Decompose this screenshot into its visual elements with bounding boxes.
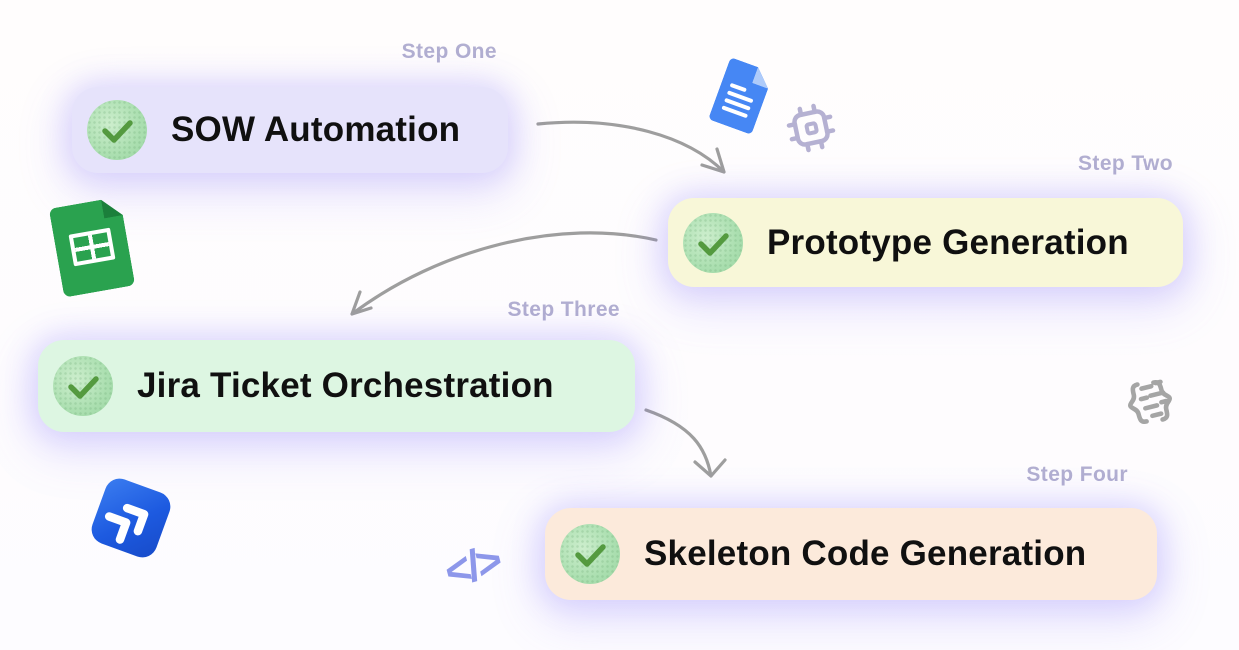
arrow-step3-to-step4 <box>644 408 727 478</box>
jira-icon <box>87 474 175 562</box>
step-four-title: Skeleton Code Generation <box>644 534 1087 573</box>
step-one-title: SOW Automation <box>171 110 461 149</box>
check-circle-icon <box>87 100 147 160</box>
code-brackets-icon: </> <box>439 535 505 598</box>
arrow-step1-to-step2 <box>536 120 726 174</box>
step-two-label: Step Two <box>1078 152 1173 175</box>
check-circle-icon <box>683 212 743 273</box>
step-three-title: Jira Ticket Orchestration <box>137 366 554 405</box>
step-one-label: Step One <box>401 40 497 63</box>
docs-fold-corner <box>752 67 774 89</box>
google-sheets-icon <box>49 196 136 297</box>
step-four-card: Skeleton Code Generation <box>545 508 1157 600</box>
code-block-braces-icon <box>1128 379 1172 424</box>
sheets-grid <box>69 228 116 267</box>
step-four-label: Step Four <box>1026 463 1128 486</box>
step-three-label: Step Three <box>507 298 620 321</box>
sheets-fold-corner <box>101 196 123 218</box>
step-two-card: Prototype Generation <box>668 198 1183 287</box>
google-docs-icon <box>708 57 774 135</box>
step-three-card: Jira Ticket Orchestration <box>38 340 635 432</box>
check-circle-icon <box>560 524 620 584</box>
step-one-card: SOW Automation <box>72 87 508 173</box>
check-circle-icon <box>53 356 113 416</box>
step-two-title: Prototype Generation <box>767 222 1129 262</box>
cpu-chip-icon <box>786 103 836 153</box>
